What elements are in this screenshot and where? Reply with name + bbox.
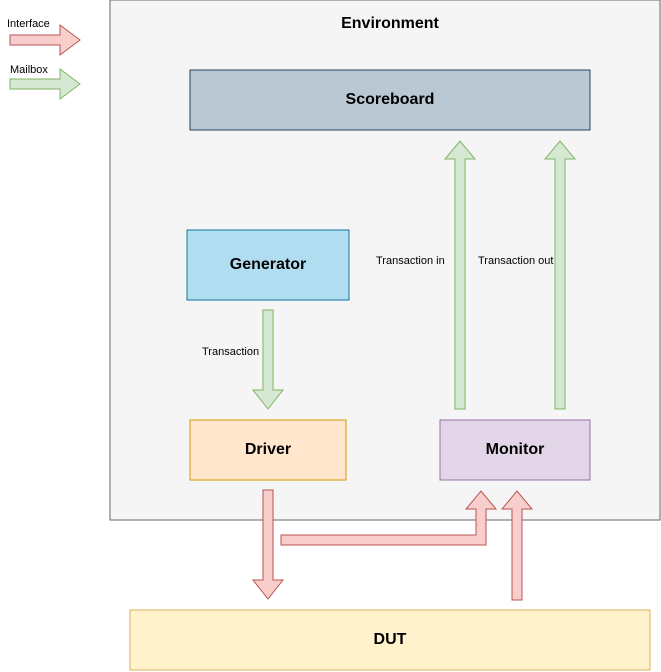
driver-to-monitor-interface-arrow [280, 490, 498, 546]
legend-interface-label: Interface [7, 18, 50, 30]
transaction-in-label: Transaction in [376, 255, 445, 267]
monitor-block[interactable]: Monitor [439, 419, 591, 481]
transaction-out-label: Transaction out [478, 255, 553, 267]
monitor-to-scoreboard-out-mailbox-arrow [543, 140, 577, 410]
generator-label: Generator [230, 256, 306, 273]
scoreboard-label: Scoreboard [346, 91, 435, 108]
driver-to-dut-interface-arrow [251, 489, 285, 600]
dut-block[interactable]: DUT [129, 609, 651, 671]
legend-mailbox-arrow-icon [9, 68, 81, 100]
scoreboard-box [189, 69, 591, 131]
generator-to-driver-mailbox-arrow [251, 309, 285, 410]
generator-to-driver-label: Transaction [202, 346, 259, 358]
dut-label: DUT [374, 631, 407, 648]
environment-title: Environment [341, 15, 439, 32]
scoreboard-block[interactable]: Scoreboard [189, 69, 591, 131]
driver-label: Driver [245, 441, 291, 458]
monitor-box [439, 419, 591, 481]
driver-block[interactable]: Driver [189, 419, 347, 481]
generator-block[interactable]: Generator [186, 229, 350, 301]
driver-box [189, 419, 347, 481]
legend-mailbox-label: Mailbox [10, 64, 48, 76]
generator-box [186, 229, 350, 301]
legend-interface-arrow-icon [9, 24, 81, 56]
dut-to-monitor-interface-arrow [500, 490, 534, 601]
monitor-to-scoreboard-in-mailbox-arrow [443, 140, 477, 410]
dut-box [129, 609, 651, 671]
monitor-label: Monitor [486, 441, 545, 458]
